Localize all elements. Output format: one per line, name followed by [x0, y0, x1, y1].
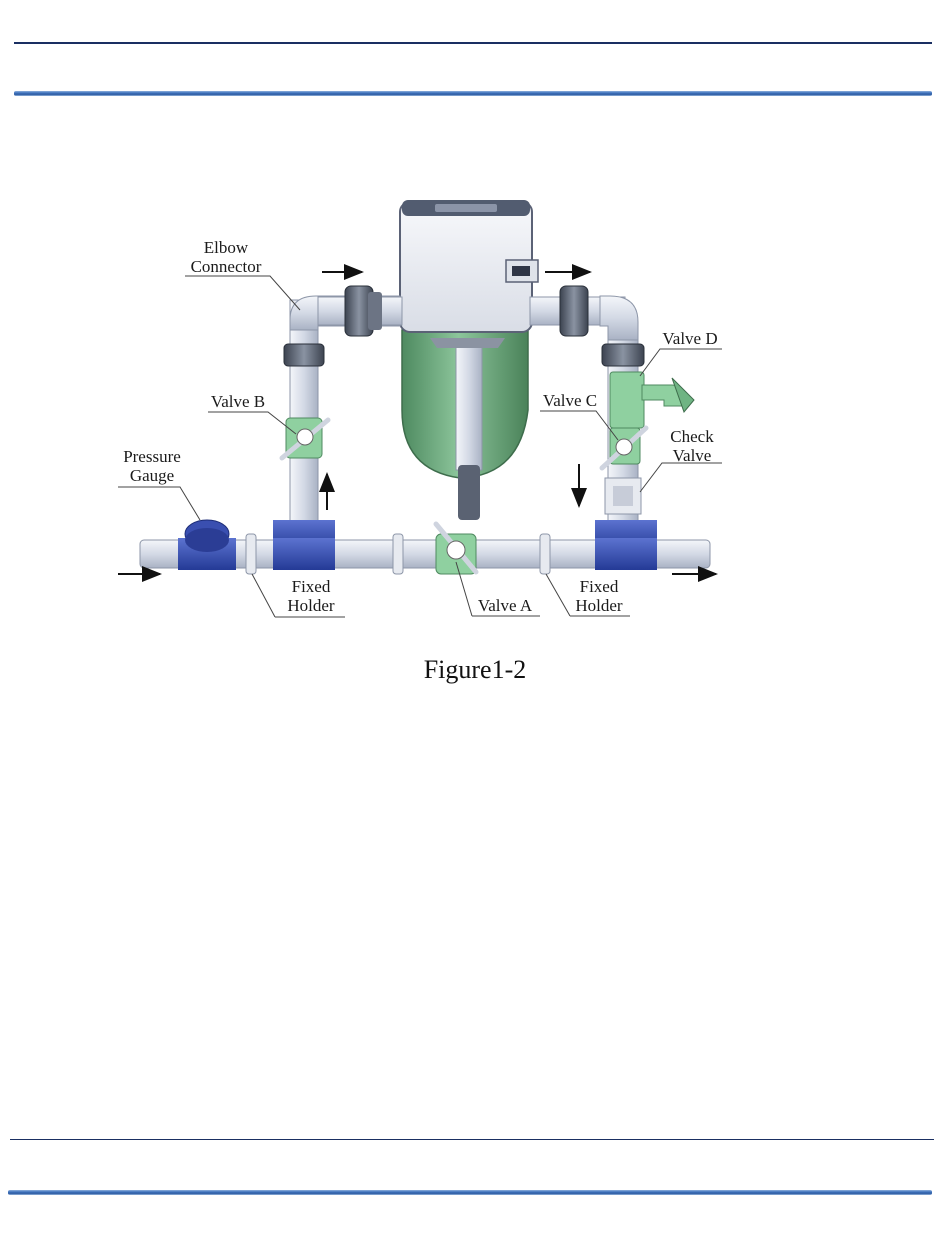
label-fixed-holder-right-line1: Fixed	[580, 577, 619, 596]
label-valve-d: Valve D	[662, 329, 717, 348]
control-valve-head	[400, 200, 538, 348]
label-valve-a: Valve A	[478, 596, 533, 615]
figure-caption: Figure1-2	[0, 655, 950, 685]
label-elbow-line2: Connector	[191, 257, 262, 276]
label-pressure-line2: Gauge	[130, 466, 174, 485]
inlet-pipework	[273, 286, 402, 550]
outlet-pipework	[530, 286, 694, 550]
label-valve-c: Valve C	[543, 391, 597, 410]
footer-rule	[10, 1139, 934, 1140]
footer-accent-rule	[8, 1190, 932, 1195]
label-valve-b: Valve B	[211, 392, 265, 411]
label-elbow-line1: Elbow	[204, 238, 249, 257]
label-check-valve-line1: Check	[670, 427, 714, 446]
label-pressure-line1: Pressure	[123, 447, 181, 466]
label-fixed-holder-left-line2: Holder	[287, 596, 335, 615]
label-fixed-holder-right-line2: Holder	[575, 596, 623, 615]
label-check-valve-line2: Valve	[673, 446, 712, 465]
resin-tank	[402, 330, 528, 520]
plumbing-diagram: Elbow Connector Valve B Pressure Gauge F…	[0, 0, 950, 720]
label-fixed-holder-left-line1: Fixed	[292, 577, 331, 596]
